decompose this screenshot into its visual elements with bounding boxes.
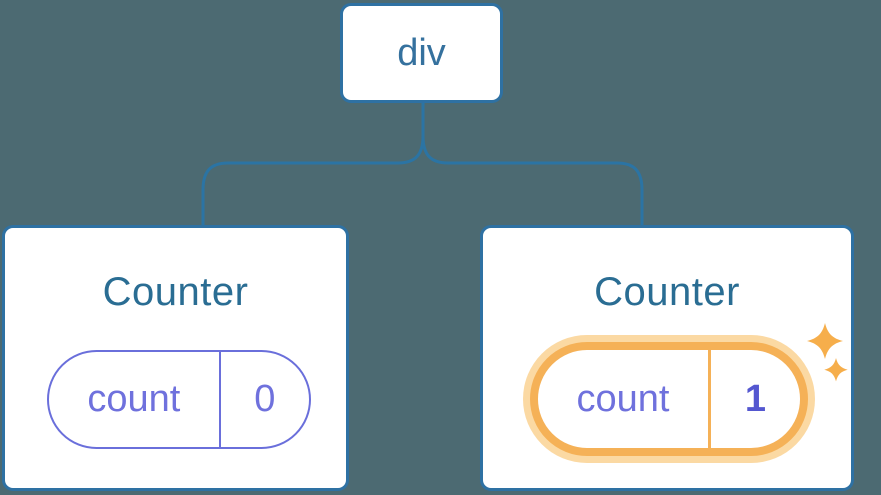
counter-card-title: Counter bbox=[594, 270, 740, 314]
connector-left-edge bbox=[201, 103, 425, 227]
state-key-label: count bbox=[538, 350, 711, 448]
state-value: 0 bbox=[254, 378, 276, 420]
state-key-label: count bbox=[49, 352, 221, 447]
state-pill-count-1-highlighted: count 1 bbox=[530, 342, 808, 456]
tree-connector-lines bbox=[201, 103, 644, 227]
sparkle-icon bbox=[807, 323, 848, 382]
counter-card-title: Counter bbox=[102, 270, 249, 314]
counter-card-right: Counter count 1 bbox=[480, 225, 854, 491]
counter-card-left: Counter count 0 bbox=[2, 225, 349, 491]
state-pill-count-0: count 0 bbox=[47, 350, 311, 449]
state-value: 1 bbox=[744, 377, 767, 420]
root-node-label: div bbox=[397, 31, 446, 74]
root-node-div: div bbox=[340, 3, 503, 103]
connector-right-edge bbox=[421, 103, 644, 227]
